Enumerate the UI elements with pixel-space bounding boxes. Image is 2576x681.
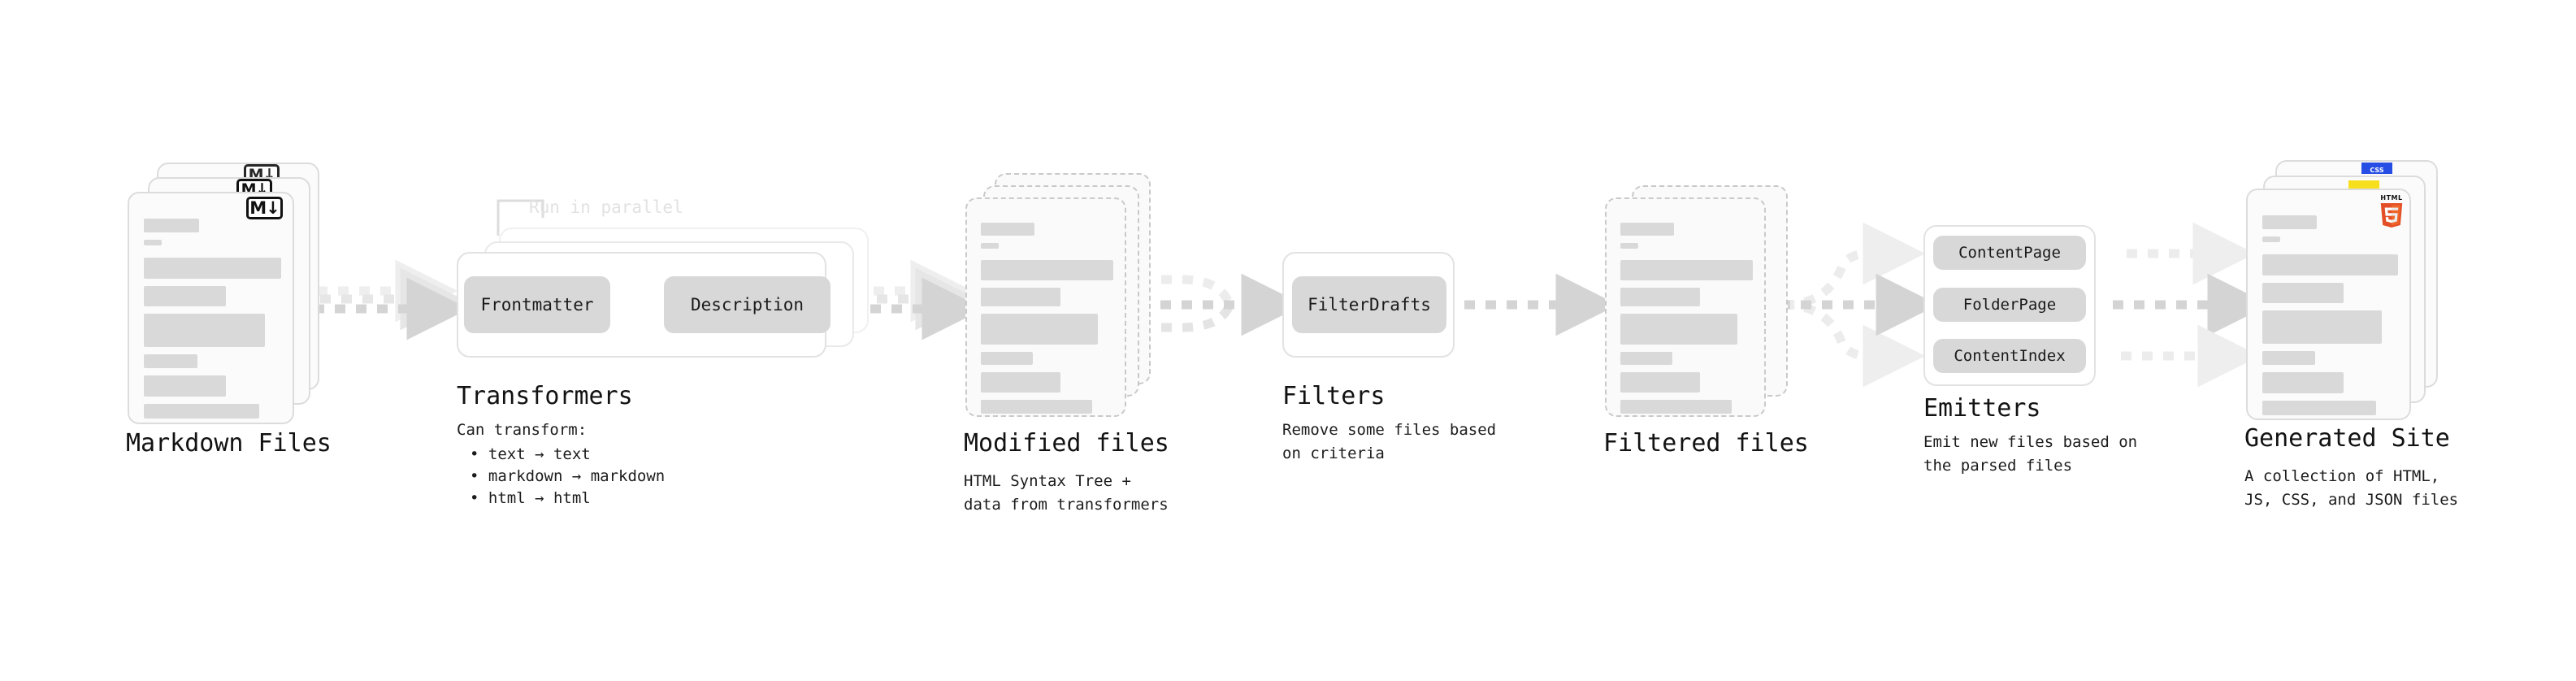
file-content-bars xyxy=(1620,223,1754,421)
content-bar xyxy=(1620,352,1672,366)
filter-chip-filterdrafts[interactable]: FilterDrafts xyxy=(1292,276,1446,333)
file-content-bars xyxy=(144,219,281,426)
content-bar xyxy=(2262,350,2316,365)
emitter-chip-contentindex[interactable]: ContentIndex xyxy=(1933,339,2086,373)
content-bar xyxy=(144,354,197,369)
filters-title: Filters xyxy=(1282,382,1386,410)
connector-modified-to-filters xyxy=(1139,273,1304,336)
content-bar xyxy=(144,314,265,348)
html5-icon-word: HTML xyxy=(2380,194,2403,202)
html5-shield-icon xyxy=(2380,203,2403,228)
site-file-card-html[interactable] xyxy=(2246,189,2411,420)
connector-md-to-transformers xyxy=(314,259,470,340)
modified-file-card-front[interactable] xyxy=(965,197,1126,417)
emitter-chip-contentpage[interactable]: ContentPage xyxy=(1933,236,2086,270)
content-bar xyxy=(981,352,1033,366)
content-bar xyxy=(2262,371,2344,393)
content-bar xyxy=(981,400,1093,414)
content-bar xyxy=(981,288,1061,307)
file-content-bars xyxy=(2262,215,2399,423)
content-bar xyxy=(1620,288,1701,307)
content-bar xyxy=(2262,215,2317,229)
markdown-icon: M↓ xyxy=(246,197,283,219)
content-bar xyxy=(2262,282,2344,303)
transformers-subtitle: Can transform: xyxy=(457,421,588,439)
content-bar xyxy=(2262,236,2280,242)
filters-subtitle: Remove some files based on criteria xyxy=(1282,421,1497,463)
content-bar xyxy=(1620,314,1737,345)
filtered-file-card-front[interactable] xyxy=(1605,197,1766,417)
content-bar xyxy=(2262,310,2382,344)
emitters-subtitle: Emit new files based on the parsed files xyxy=(1923,433,2138,475)
transformer-chip-frontmatter[interactable]: Frontmatter xyxy=(464,276,610,333)
generated-site-subtitle: A collection of HTML, JS, CSS, and JSON … xyxy=(2244,467,2459,510)
markdown-files-title: Markdown Files xyxy=(126,429,332,458)
html5-icon: HTML xyxy=(2379,195,2404,229)
content-bar xyxy=(144,258,281,280)
content-bar xyxy=(981,260,1114,281)
file-content-bars xyxy=(981,223,1114,421)
run-in-parallel-label: Run in parallel xyxy=(529,197,683,217)
content-bar xyxy=(1620,260,1754,281)
transformers-bullet-0: • text → text xyxy=(470,445,591,463)
generated-site-title: Generated Site xyxy=(2244,424,2450,453)
content-bar xyxy=(981,314,1098,345)
modified-files-subtitle: HTML Syntax Tree + data from transformer… xyxy=(964,472,1169,514)
content-bar xyxy=(144,286,227,307)
content-bar xyxy=(981,372,1061,393)
css-icon: CSS xyxy=(2361,163,2392,174)
content-bar xyxy=(2262,400,2377,415)
filtered-files-title: Filtered files xyxy=(1603,429,1809,458)
transformers-bullet-2: • html → html xyxy=(470,489,591,507)
transformers-bullet-1: • markdown → markdown xyxy=(470,467,666,485)
content-bar xyxy=(981,243,999,249)
content-bar xyxy=(144,375,227,397)
content-bar xyxy=(1620,223,1674,236)
transformer-chip-description[interactable]: Description xyxy=(664,276,830,333)
content-bar xyxy=(144,240,163,246)
content-bar xyxy=(1620,372,1701,393)
content-bar xyxy=(144,219,199,233)
content-bar xyxy=(144,404,259,419)
connector-filtered-to-emitters xyxy=(1780,222,1939,388)
markdown-file-card-front[interactable] xyxy=(128,192,294,424)
emitter-chip-folderpage[interactable]: FolderPage xyxy=(1933,288,2086,322)
emitters-title: Emitters xyxy=(1923,394,2041,423)
content-bar xyxy=(1620,243,1638,249)
content-bar xyxy=(981,223,1034,236)
connector-emitters-to-site xyxy=(2113,222,2270,388)
transformers-title: Transformers xyxy=(457,382,633,410)
content-bar xyxy=(2262,254,2399,275)
content-bar xyxy=(1620,400,1733,414)
modified-files-title: Modified files xyxy=(964,429,1169,458)
